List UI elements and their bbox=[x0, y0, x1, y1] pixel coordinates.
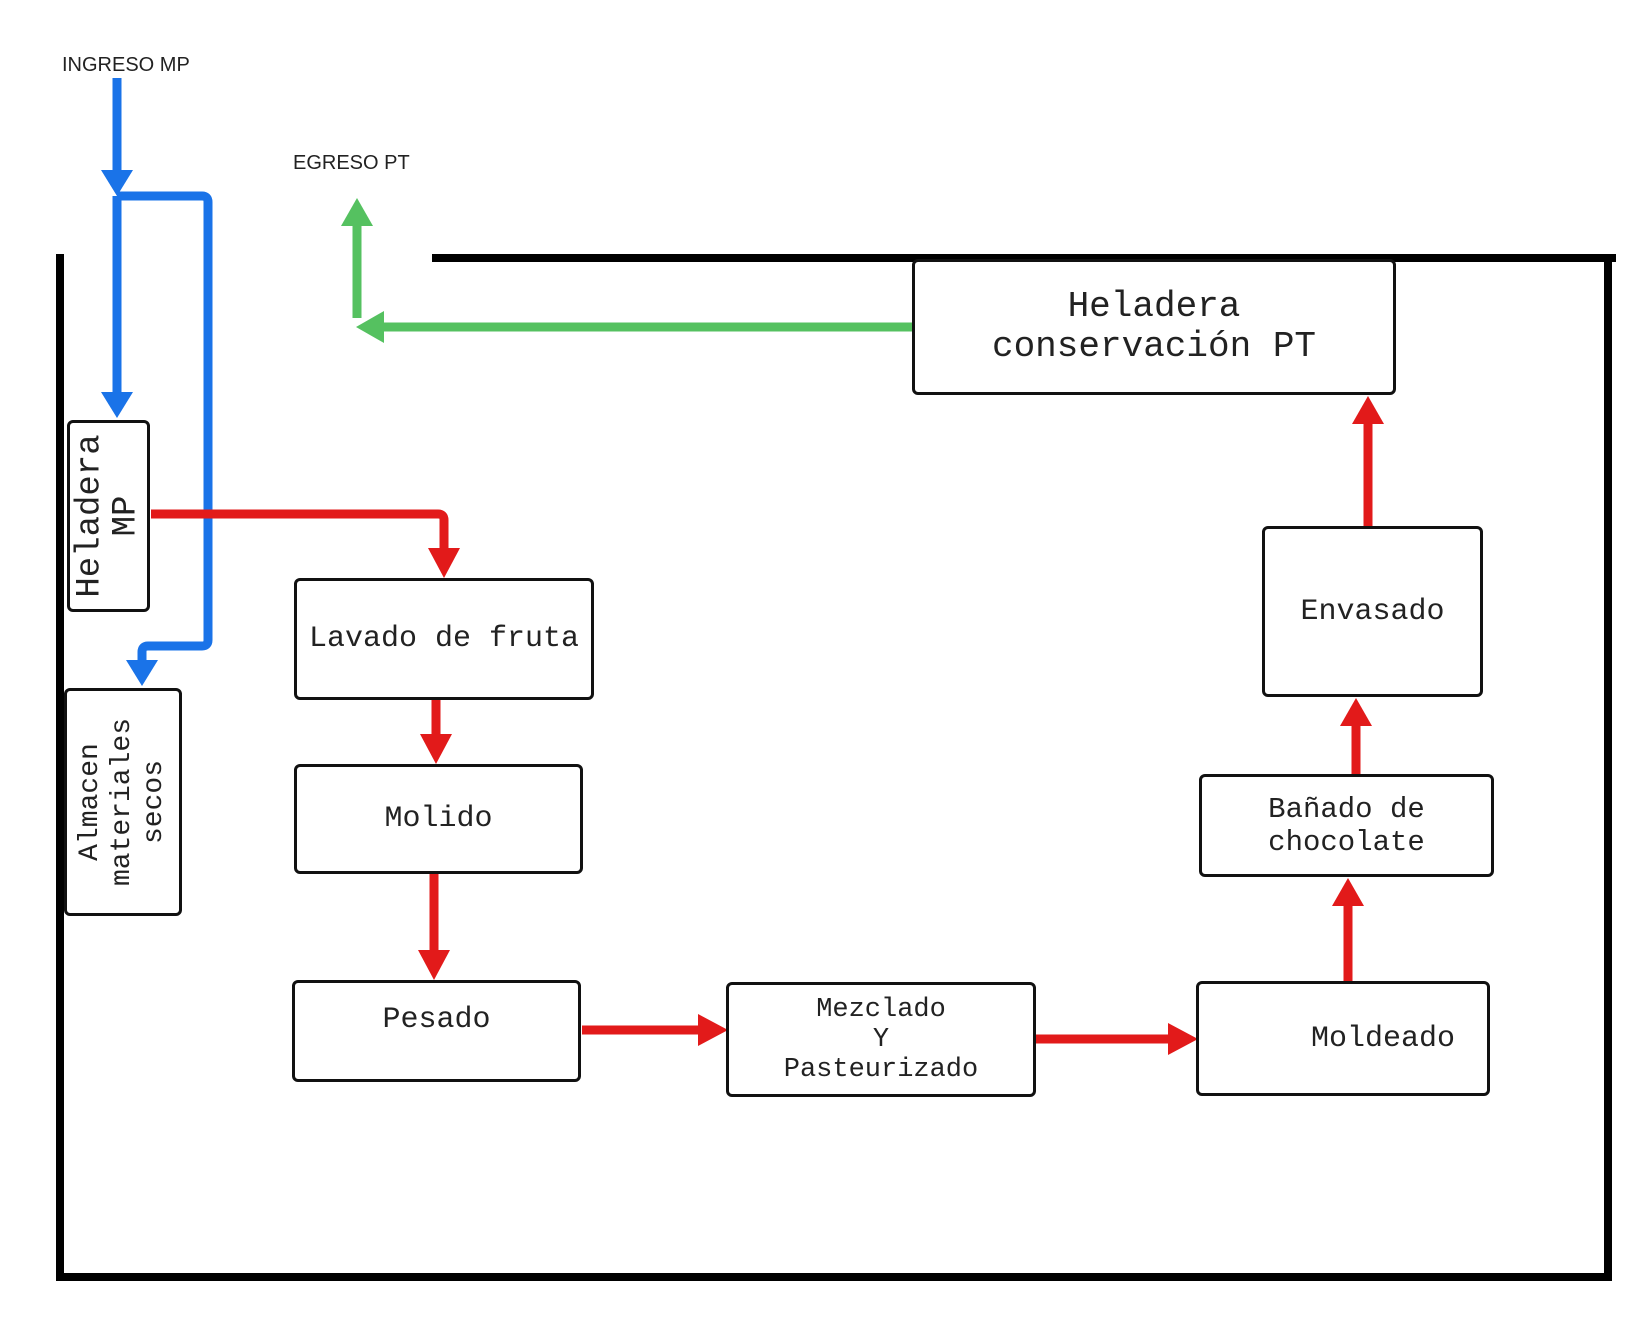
raw-material-arrowheads bbox=[101, 170, 158, 686]
box-moldeado: Moldeado bbox=[1196, 981, 1490, 1096]
molido-label: Molido bbox=[384, 802, 493, 836]
arrowhead-out-left bbox=[356, 311, 384, 343]
heladera-pt-label: Heladera conservación PT bbox=[991, 286, 1317, 367]
arrowhead-ingreso bbox=[101, 170, 133, 196]
arrowhead-envasado bbox=[1340, 698, 1372, 726]
box-lavado-de-fruta: Lavado de fruta bbox=[294, 578, 594, 700]
building-walls bbox=[56, 254, 1616, 1281]
product-out-flow bbox=[352, 222, 912, 332]
flow-to-almacen bbox=[117, 191, 213, 664]
box-envasado: Envasado bbox=[1262, 526, 1483, 697]
banado-label: Bañado de chocolate bbox=[1268, 792, 1425, 859]
box-almacen-materiales-secos: Almacen materiales secos bbox=[64, 688, 182, 916]
arrowhead-banado bbox=[1332, 878, 1364, 906]
ingreso-mp-label: INGRESO MP bbox=[62, 54, 190, 76]
arrowhead-moldeado bbox=[1168, 1023, 1198, 1055]
process-flow bbox=[151, 424, 1373, 1044]
box-banado-de-chocolate: Bañado de chocolate bbox=[1199, 774, 1494, 877]
process-arrowheads bbox=[418, 396, 1384, 1055]
box-molido: Molido bbox=[294, 764, 583, 874]
lavado-label: Lavado de fruta bbox=[308, 622, 580, 656]
arrowhead-heladera-mp bbox=[101, 392, 133, 418]
flow-heladera-to-lavado bbox=[151, 509, 449, 550]
arrowhead-mezclado bbox=[698, 1014, 728, 1046]
arrowhead-lavado bbox=[428, 548, 460, 578]
egreso-pt-label: EGRESO PT bbox=[293, 152, 410, 174]
mezclado-label: Mezclado Y Pasteurizado bbox=[783, 994, 979, 1085]
arrowhead-molido bbox=[420, 734, 452, 764]
almacen-label: Almacen materiales secos bbox=[75, 717, 170, 887]
product-out-arrowheads bbox=[341, 198, 384, 343]
arrowhead-pesado bbox=[418, 950, 450, 980]
arrowhead-egreso bbox=[341, 198, 373, 226]
box-heladera-mp: Heladera MP bbox=[67, 420, 150, 612]
arrowhead-heladera-pt bbox=[1352, 396, 1384, 424]
arrowhead-almacen bbox=[126, 660, 158, 686]
box-pesado: Pesado bbox=[292, 980, 581, 1082]
raw-material-flow bbox=[112, 78, 213, 664]
box-mezclado-y-pasteurizado: Mezclado Y Pasteurizado bbox=[726, 982, 1036, 1097]
box-heladera-conservacion-pt: Heladera conservación PT bbox=[912, 259, 1396, 395]
heladera-mp-label: Heladera MP bbox=[71, 434, 146, 598]
moldeado-label: Moldeado bbox=[1310, 1021, 1456, 1056]
envasado-label: Envasado bbox=[1300, 594, 1445, 629]
pesado-label: Pesado bbox=[382, 1003, 491, 1037]
